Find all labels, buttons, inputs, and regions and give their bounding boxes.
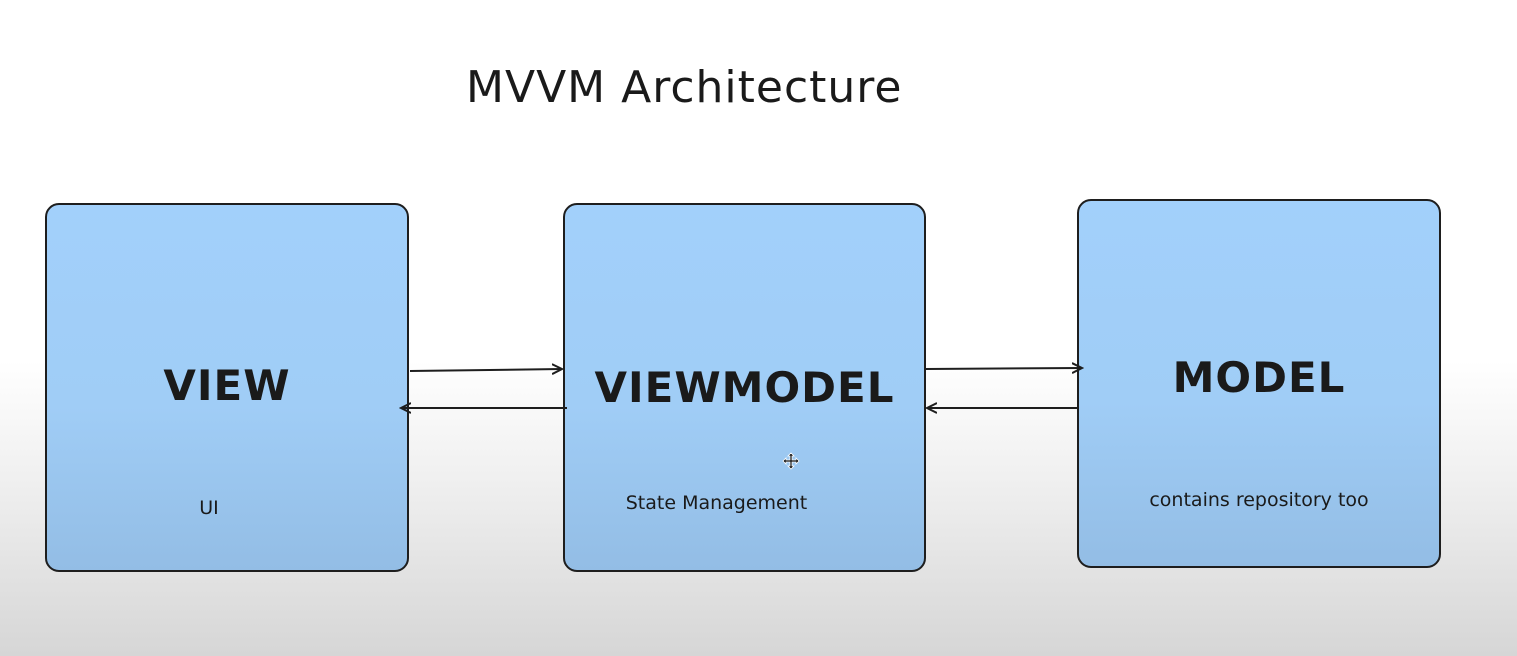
move-cursor-icon bbox=[782, 452, 800, 470]
arrow-view-to-viewmodel[interactable] bbox=[409, 369, 562, 371]
diagram-title: MVVM Architecture bbox=[466, 62, 903, 113]
view-box[interactable]: VIEW UI bbox=[45, 203, 409, 572]
model-label: MODEL bbox=[1172, 353, 1346, 402]
view-description: UI bbox=[199, 497, 219, 519]
model-description: contains repository too bbox=[1149, 489, 1369, 511]
model-box[interactable]: MODEL contains repository too bbox=[1077, 199, 1441, 568]
arrow-viewmodel-to-model[interactable] bbox=[925, 368, 1082, 369]
view-label: VIEW bbox=[163, 361, 291, 410]
viewmodel-description: State Management bbox=[625, 492, 808, 514]
viewmodel-label: VIEWMODEL bbox=[594, 363, 895, 412]
viewmodel-box[interactable]: VIEWMODEL State Management bbox=[563, 203, 926, 572]
